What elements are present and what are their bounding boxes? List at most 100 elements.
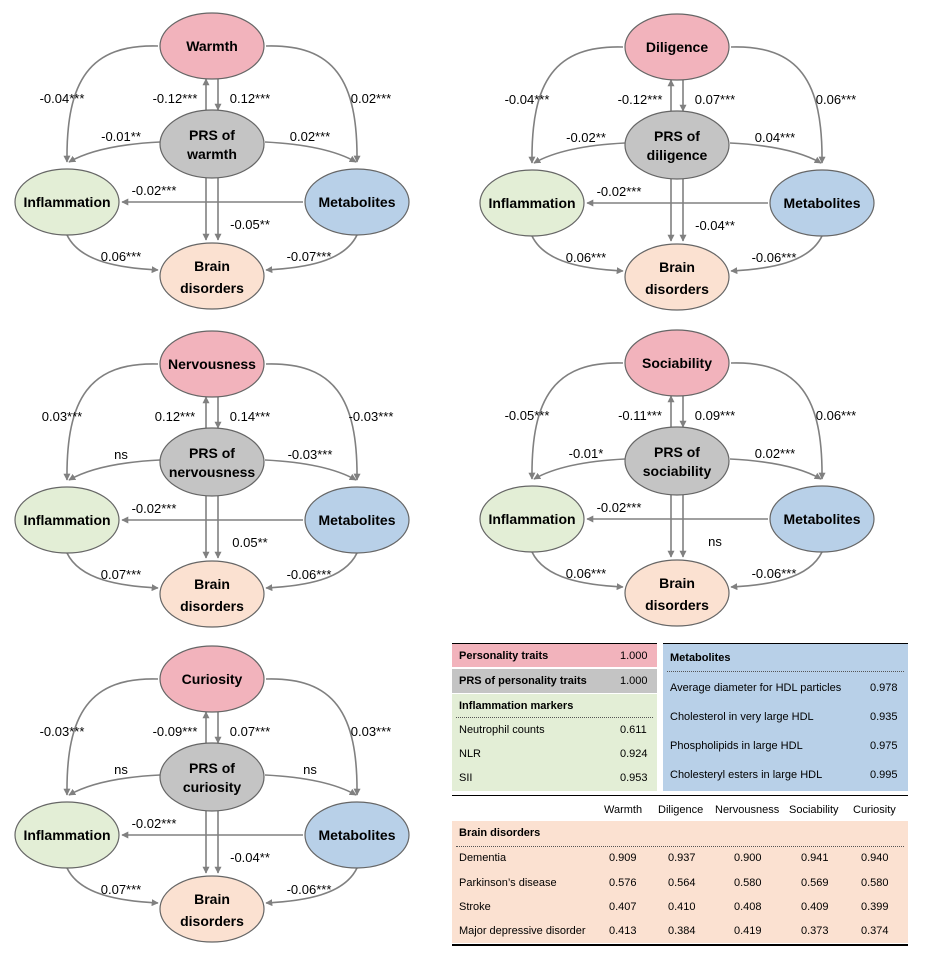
trait-to-inflammation-arrow (528, 46, 624, 164)
metabolites-node (304, 486, 410, 554)
inflammation-to-brain-arrow (66, 552, 159, 592)
metabolites-to-brain-arrow (730, 235, 823, 275)
inflammation-row-value: 0.611 (620, 724, 647, 736)
metabolites-row-value: 0.995 (870, 769, 898, 781)
coef-trait-to-inflammation: -0.05*** (505, 408, 550, 423)
brain-row-value: 0.941 (801, 852, 829, 864)
inflammation-divider (456, 717, 653, 718)
coef-prs-to-inflammation: ns (114, 447, 128, 462)
prs-to-inflammation-arrow (68, 774, 161, 796)
trait-to-inflammation-arrow (528, 362, 624, 480)
brain-disorders-node (159, 875, 265, 943)
brain-row-label: Dementia (459, 852, 507, 864)
inflammation-node-label: Inflammation (23, 512, 110, 528)
trait-node-label: Sociability (642, 355, 712, 371)
metabolites-row-label: Cholesterol in very large HDL (670, 711, 814, 723)
metabolites-to-brain-arrow (730, 551, 823, 591)
prs-node (624, 110, 730, 180)
brain-table-top-rule (452, 795, 908, 796)
coef-prs-to-brain: -0.04** (230, 850, 270, 865)
trait-to-metabolites-arrow (730, 46, 826, 164)
brain-disorders-node (624, 243, 730, 311)
trait-node-label: Warmth (186, 38, 238, 54)
prs-node-label: PRS of (189, 127, 235, 143)
brain-block (452, 821, 908, 943)
trait-node (624, 13, 730, 81)
prs-node (159, 742, 265, 812)
brain-row-value: 0.384 (668, 925, 696, 937)
brain-row-value: 0.569 (801, 877, 829, 889)
metabolites-divider (667, 671, 904, 672)
brain-row-value: 0.408 (734, 901, 762, 913)
brain-col-header: Nervousness (715, 804, 780, 816)
brain-row-value: 0.900 (734, 852, 762, 864)
metabolites-node (769, 485, 875, 553)
coef-trait-to-metabolites: -0.03*** (349, 409, 394, 424)
coef-inflammation-to-brain: 0.06*** (566, 566, 606, 581)
metabolites-row-label: Phospholipids in large HDL (670, 740, 803, 752)
coef-prs-to-inflammation: -0.01** (101, 129, 141, 144)
prs-node-label: nervousness (169, 464, 256, 480)
coef-prs-to-trait: -0.11*** (618, 408, 662, 423)
brain-title: Brain disorders (459, 827, 541, 839)
metabolites-row-value: 0.935 (870, 711, 898, 723)
trait-node-label: Curiosity (182, 671, 243, 687)
coef-prs-to-inflammation: -0.02** (566, 130, 606, 145)
coef-prs-to-metabolites: -0.03*** (288, 447, 333, 462)
brain-table-bottom-rule (452, 944, 908, 946)
coef-prs-to-metabolites: 0.02*** (755, 446, 795, 461)
coef-prs-to-metabolites: 0.04*** (755, 130, 795, 145)
coef-trait-to-prs: 0.07*** (695, 92, 735, 107)
coef-trait-to-metabolites: 0.03*** (351, 724, 391, 739)
prs-to-inflammation-arrow (68, 141, 161, 163)
inflammation-row-label: Neutrophil counts (459, 724, 545, 736)
coef-trait-to-inflammation: 0.03*** (42, 409, 82, 424)
coef-metabolites-to-brain: -0.06*** (752, 250, 797, 265)
brain-node-label: Brain (659, 259, 695, 275)
inflammation-node (479, 169, 585, 237)
metabolites-row-label: Average diameter for HDL particles (670, 682, 842, 694)
coef-trait-to-prs: 0.14*** (230, 409, 270, 424)
brain-node-label: Brain (659, 575, 695, 591)
trait-to-inflammation-arrow (63, 678, 159, 796)
prs-row (452, 669, 657, 693)
brain-row-value: 0.409 (801, 901, 829, 913)
metabolites-node-label: Metabolites (783, 511, 860, 527)
coef-metabolites-to-inflammation: -0.02*** (132, 501, 177, 516)
prs-node-label: warmth (186, 146, 237, 162)
inflammation-node-label: Inflammation (23, 827, 110, 843)
trait-node-label: Nervousness (168, 356, 256, 372)
metabolites-to-brain-arrow (265, 552, 358, 592)
inflammation-row-label: SII (459, 772, 473, 784)
trait-node-label: Diligence (646, 39, 708, 55)
coef-metabolites-to-brain: -0.06*** (287, 567, 332, 582)
prs-to-inflammation-arrow (68, 459, 161, 481)
prs-node-label: PRS of (189, 760, 235, 776)
inflammation-node (14, 801, 120, 869)
brain-node-label: disorders (180, 280, 244, 296)
metabolites-node (304, 168, 410, 236)
metabolites-node-label: Metabolites (318, 512, 395, 528)
metabolites-node-label: Metabolites (783, 195, 860, 211)
coef-trait-to-inflammation: -0.04*** (505, 92, 550, 107)
coef-inflammation-to-brain: 0.06*** (101, 249, 141, 264)
loadings-table: Personality traits 1.000 PRS of personal… (452, 641, 908, 947)
brain-col-header: Curiosity (853, 804, 896, 816)
coef-prs-to-inflammation: ns (114, 762, 128, 777)
coef-metabolites-to-brain: -0.06*** (287, 882, 332, 897)
coef-inflammation-to-brain: 0.07*** (101, 882, 141, 897)
trait-node (159, 645, 265, 713)
brain-row-value: 0.580 (861, 877, 889, 889)
prs-to-metabolites-arrow (264, 459, 357, 481)
inflammation-to-brain-arrow (66, 867, 159, 907)
trait-to-metabolites-arrow (265, 45, 361, 163)
brain-row-value: 0.410 (668, 901, 696, 913)
prs-node-label: PRS of (654, 128, 700, 144)
brain-row-label: Major depressive disorder (459, 925, 586, 937)
inflammation-node (14, 168, 120, 236)
brain-node-label: disorders (645, 281, 709, 297)
inflammation-node (14, 486, 120, 554)
metabolites-node-label: Metabolites (318, 827, 395, 843)
